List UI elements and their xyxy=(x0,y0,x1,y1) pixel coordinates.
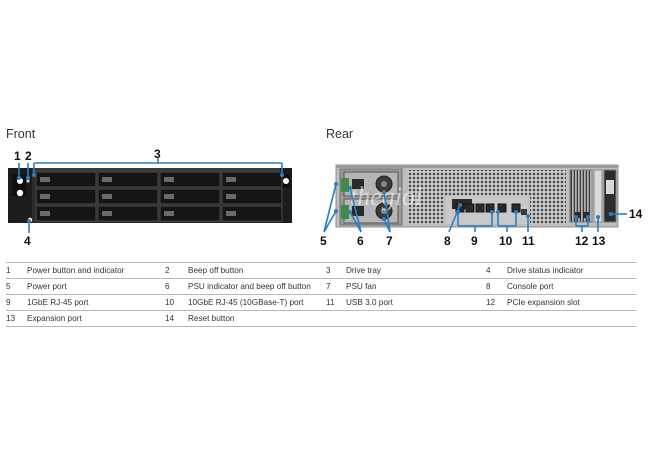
rj45-port-icon[interactable] xyxy=(497,203,507,213)
legend-number: 1 xyxy=(6,266,11,275)
legend-number: 11 xyxy=(326,298,335,307)
legend-label: Power port xyxy=(27,282,67,291)
rear-callout-lines xyxy=(323,183,627,233)
legend-row: 13 Expansion port 14 Reset button xyxy=(6,310,637,327)
usb-port-icon[interactable] xyxy=(521,209,527,215)
legend-number: 6 xyxy=(165,282,170,291)
legend-label: Reset button xyxy=(188,314,235,323)
legend-number: 7 xyxy=(326,282,331,291)
expansion-port-icon[interactable] xyxy=(575,212,581,218)
power-port-icon[interactable] xyxy=(352,179,364,189)
legend-label: Expansion port xyxy=(27,314,82,323)
drive-tray[interactable] xyxy=(159,171,221,188)
legend-label: 1GbE RJ-45 port xyxy=(27,298,89,307)
legend-number: 3 xyxy=(326,266,331,275)
callout-9: 9 xyxy=(471,234,478,248)
legend-label: Beep off button xyxy=(188,266,244,275)
legend-label: Drive tray xyxy=(346,266,382,275)
legend-label: PSU indicator and beep off button xyxy=(188,282,311,291)
legend-table: 1 Power button and indicator 2 Beep off but… xyxy=(6,262,637,327)
callout-1: 1 xyxy=(14,149,21,163)
drive-tray[interactable] xyxy=(159,188,221,205)
callout-6: 6 xyxy=(357,234,364,248)
legend-label: PSU fan xyxy=(346,282,377,291)
rear-chassis xyxy=(335,164,619,228)
legend-number: 5 xyxy=(6,282,11,291)
psu-fan-icon xyxy=(381,181,387,187)
pcie-slot-icon xyxy=(569,169,593,223)
legend-label: 10GbE RJ-45 (10GBase-T) port xyxy=(188,298,304,307)
legend-number: 12 xyxy=(486,298,496,307)
legend-number xyxy=(486,311,507,327)
legend-number: 2 xyxy=(165,266,170,275)
front-title: Front xyxy=(6,127,36,141)
psu-latch-top[interactable] xyxy=(341,178,349,192)
drive-tray[interactable] xyxy=(221,188,283,205)
legend-label: PCIe expansion slot xyxy=(507,298,580,307)
callout-5: 5 xyxy=(320,234,327,248)
drive-tray[interactable] xyxy=(221,205,283,222)
callout-7: 7 xyxy=(386,234,393,248)
callout-13: 13 xyxy=(592,234,606,248)
beep-off-button-icon[interactable] xyxy=(26,179,30,183)
legend-number: 14 xyxy=(165,314,175,323)
drive-tray[interactable] xyxy=(221,171,283,188)
legend-row: 1 Power button and indicator 2 Beep off but… xyxy=(6,262,637,279)
legend-number: 10 xyxy=(165,298,175,307)
legend-row: 9 1GbE RJ-45 port 10 10GbE RJ-45 (10GBase-T… xyxy=(6,294,637,311)
legend-number: 8 xyxy=(486,282,491,291)
legend-row: 5 Power port 6 PSU indicator and beep off b… xyxy=(6,278,637,295)
callout-2: 2 xyxy=(25,149,32,163)
drive-tray[interactable] xyxy=(35,171,97,188)
callout-8: 8 xyxy=(444,234,451,248)
rj45-port-icon[interactable] xyxy=(475,203,485,213)
legend-number xyxy=(326,311,346,327)
psu-latch-bottom[interactable] xyxy=(341,205,349,219)
callout-4: 4 xyxy=(24,234,31,248)
drive-tray-grid xyxy=(35,171,283,222)
legend-label xyxy=(507,311,637,327)
hardware-diagram: 1 2 3 4 xyxy=(8,147,643,248)
callout-12: 12 xyxy=(575,234,589,248)
drive-tray[interactable] xyxy=(35,188,97,205)
callout-14: 14 xyxy=(629,207,643,221)
legend-label: Power button and indicator xyxy=(27,266,125,275)
callout-10: 10 xyxy=(499,234,513,248)
rear-title: Rear xyxy=(326,127,354,141)
drive-tray[interactable] xyxy=(97,205,159,222)
legend-label: Console port xyxy=(507,282,554,291)
legend-number: 13 xyxy=(6,314,16,323)
drive-tray[interactable] xyxy=(159,205,221,222)
legend-label: USB 3.0 port xyxy=(346,298,393,307)
rj45-port-icon[interactable] xyxy=(465,203,475,213)
legend-number: 4 xyxy=(486,266,491,275)
legend-number: 9 xyxy=(6,298,11,307)
callout-3: 3 xyxy=(154,147,161,161)
drive-tray[interactable] xyxy=(35,205,97,222)
drive-tray[interactable] xyxy=(97,171,159,188)
legend-label xyxy=(346,311,486,327)
drive-tray[interactable] xyxy=(97,188,159,205)
legend-label: Drive status indicator xyxy=(507,266,584,275)
callout-11: 11 xyxy=(522,234,535,248)
